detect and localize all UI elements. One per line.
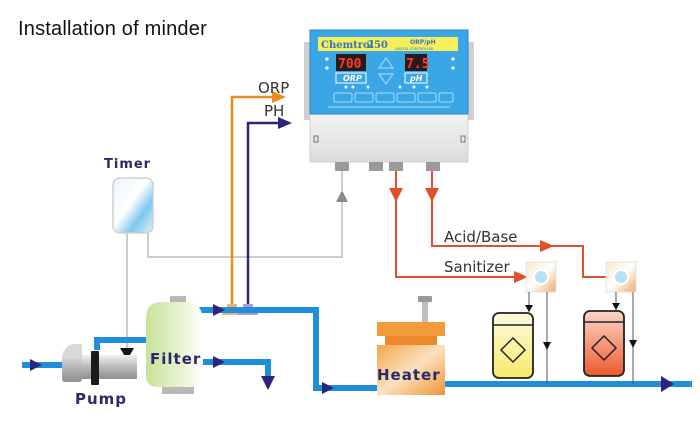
acid-base-feeder xyxy=(583,261,637,384)
heater-body xyxy=(377,345,445,395)
subtitle2-label: DIGITAL CONTROLLER xyxy=(395,47,434,51)
pump-label: Pump xyxy=(75,390,127,408)
ph-display xyxy=(405,54,427,71)
pipe-backwash xyxy=(203,359,271,378)
panel-button[interactable] xyxy=(375,92,395,103)
heater-label: Heater xyxy=(377,366,441,384)
timer-box xyxy=(112,177,154,234)
orp-display xyxy=(336,54,366,71)
sanitizer-line xyxy=(395,168,532,278)
orp-label: ORP xyxy=(258,79,289,97)
filter-label: Filter xyxy=(150,350,201,368)
acid-base-arrow-icon xyxy=(540,240,554,252)
model-label: 250 xyxy=(367,40,388,51)
orp-arrow-icon xyxy=(272,91,286,103)
panel-buttons[interactable] xyxy=(333,92,454,103)
pipe-pump-to-filter xyxy=(94,337,148,350)
sanitizer-tank xyxy=(492,312,534,379)
cable-glands xyxy=(335,162,440,171)
up-arrow-icon xyxy=(336,190,348,202)
pipe-filter-to-heater xyxy=(198,307,380,391)
timer-to-controller-line xyxy=(147,198,343,258)
brand-label: Chemtrol xyxy=(321,40,374,51)
acid-base-line xyxy=(431,168,612,278)
subtitle-label: ORP/pH xyxy=(410,39,436,46)
timer: Timer xyxy=(104,157,154,234)
diamond-icon xyxy=(590,334,618,362)
up-button-icon[interactable] xyxy=(377,56,395,69)
diagram-title: Installation of minder xyxy=(18,18,207,40)
acid-base-tank xyxy=(583,310,625,377)
flow-arrow-icon xyxy=(261,376,275,390)
acid-base-label: Acid/Base xyxy=(444,228,518,246)
panel-button[interactable] xyxy=(417,92,437,103)
indicator-leds xyxy=(325,57,455,89)
filter-tank xyxy=(146,302,202,387)
ph-arrow-icon xyxy=(278,117,292,129)
controller-case xyxy=(309,109,469,163)
sanitizer-arrow-icon xyxy=(514,271,528,283)
acid-base-down-arrow-icon xyxy=(425,188,439,202)
panel-button[interactable] xyxy=(354,92,374,103)
ph-panel-label: pH xyxy=(409,74,423,83)
ph-label: PH xyxy=(264,102,284,120)
filter: Filter xyxy=(146,296,202,394)
timer-label: Timer xyxy=(104,157,151,172)
down-button-icon[interactable] xyxy=(377,73,395,86)
sanitizer-down-arrow-icon xyxy=(389,188,403,202)
panel-button[interactable] xyxy=(438,92,454,103)
diamond-icon xyxy=(499,336,527,364)
sanitizer-label: Sanitizer xyxy=(444,258,511,276)
orp-line xyxy=(230,95,275,310)
orp-reading: 700 xyxy=(338,57,362,72)
flow-arrow-icon xyxy=(322,382,334,394)
ph-reading: 7.5 xyxy=(406,57,429,72)
down-arrow-icon xyxy=(120,348,134,360)
flow-arrow-icon xyxy=(661,376,674,392)
panel-button[interactable] xyxy=(396,92,416,103)
ph-line xyxy=(246,121,280,310)
controller: Chemtrol 250 ORP/pH DIGITAL CONTROLLER 7… xyxy=(304,29,474,171)
flow-arrow-icon xyxy=(213,304,225,316)
signal-lines xyxy=(120,160,348,360)
panel-button[interactable] xyxy=(333,92,353,103)
flow-arrow-icon xyxy=(30,359,42,371)
flow-arrows xyxy=(30,304,674,394)
probe-lines: ORP PH xyxy=(222,79,292,315)
feed-lines: Acid/Base Sanitizer xyxy=(389,168,612,283)
orp-panel-label: ORP xyxy=(343,74,362,83)
pump: Pump xyxy=(62,344,137,408)
sanitizer-feeder xyxy=(492,261,557,384)
flow-arrow-icon xyxy=(213,356,225,368)
heater: Heater xyxy=(377,296,445,395)
